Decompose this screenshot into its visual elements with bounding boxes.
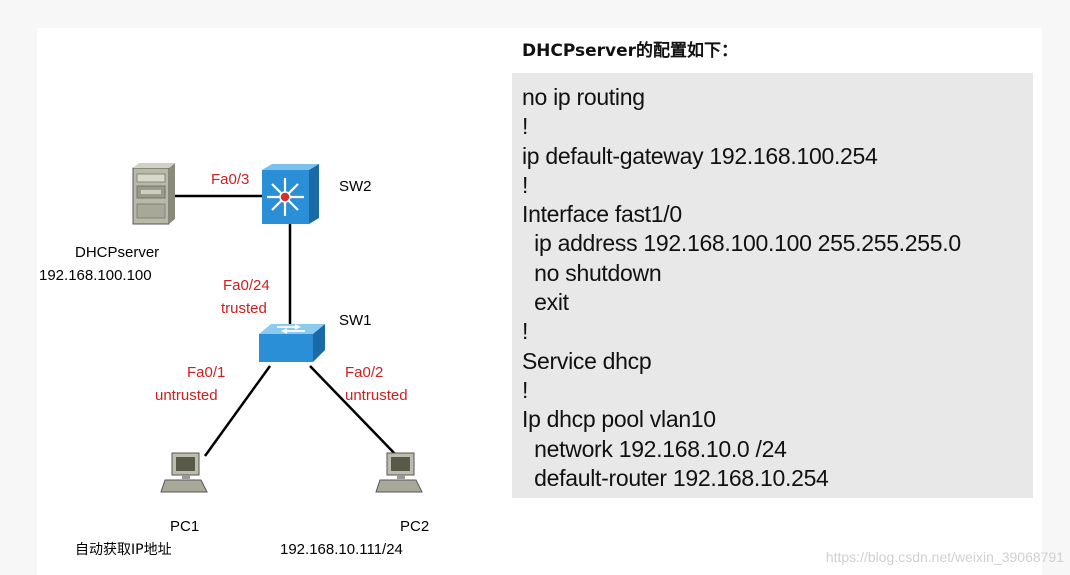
server-ip-label: 192.168.100.100: [39, 267, 152, 284]
config-line: Ip dhcp pool vlan10: [522, 406, 716, 433]
config-code-block: no ip routing ! ip default-gateway 192.1…: [512, 73, 1033, 498]
sw1-name-label: SW1: [339, 312, 372, 329]
pc1-name-label: PC1: [170, 518, 199, 535]
pc1-port-label: Fa0/1: [187, 364, 225, 381]
config-line: !: [522, 113, 529, 140]
pc1-port-state-label: untrusted: [155, 387, 218, 404]
config-line: Interface fast1/0: [522, 201, 682, 228]
config-line: ip address 192.168.100.100 255.255.255.0: [522, 230, 961, 257]
pc-icon: [375, 452, 423, 493]
pc1-note-label: 自动获取IP地址: [75, 542, 172, 558]
config-title: DHCPserver的配置如下：: [522, 41, 739, 61]
network-topology-diagram: DHCPserver 192.168.100.100 Fa0/3 SW2 Fa0…: [39, 163, 429, 558]
sw2-port-label: Fa0/3: [211, 171, 249, 188]
config-line: network 192.168.10.0 /24: [522, 435, 787, 462]
pc2-port-label: Fa0/2: [345, 364, 383, 381]
link-sw1-pc2: [309, 365, 398, 457]
config-line: no shutdown: [522, 259, 662, 286]
pc2-name-label: PC2: [400, 518, 429, 535]
server-name-label: DHCPserver: [75, 244, 159, 261]
config-lines: no ip routing ! ip default-gateway 192.1…: [522, 83, 961, 493]
switch-icon: [259, 324, 325, 362]
config-line: Service dhcp: [522, 347, 652, 374]
config-line: exit: [522, 289, 569, 316]
config-line: no ip routing: [522, 84, 645, 110]
sw1-uplink-port-label: Fa0/24: [223, 277, 270, 294]
multilayer-switch-icon: [262, 164, 319, 224]
config-line: !: [522, 318, 529, 345]
config-line: !: [522, 376, 529, 403]
sw1-uplink-state-label: trusted: [221, 300, 267, 317]
server-icon: [132, 163, 175, 225]
watermark: https://blog.csdn.net/weixin_39068791: [825, 549, 1064, 565]
pc2-ip-label: 192.168.10.111/24: [280, 541, 403, 558]
pc-icon: [160, 452, 208, 493]
sw2-name-label: SW2: [339, 178, 372, 195]
config-line: !: [522, 171, 529, 198]
config-line: default-router 192.168.10.254: [522, 464, 829, 491]
config-line: ip default-gateway 192.168.100.254: [522, 142, 878, 169]
link-sw1-pc1: [203, 365, 272, 457]
pc2-port-state-label: untrusted: [345, 387, 408, 404]
